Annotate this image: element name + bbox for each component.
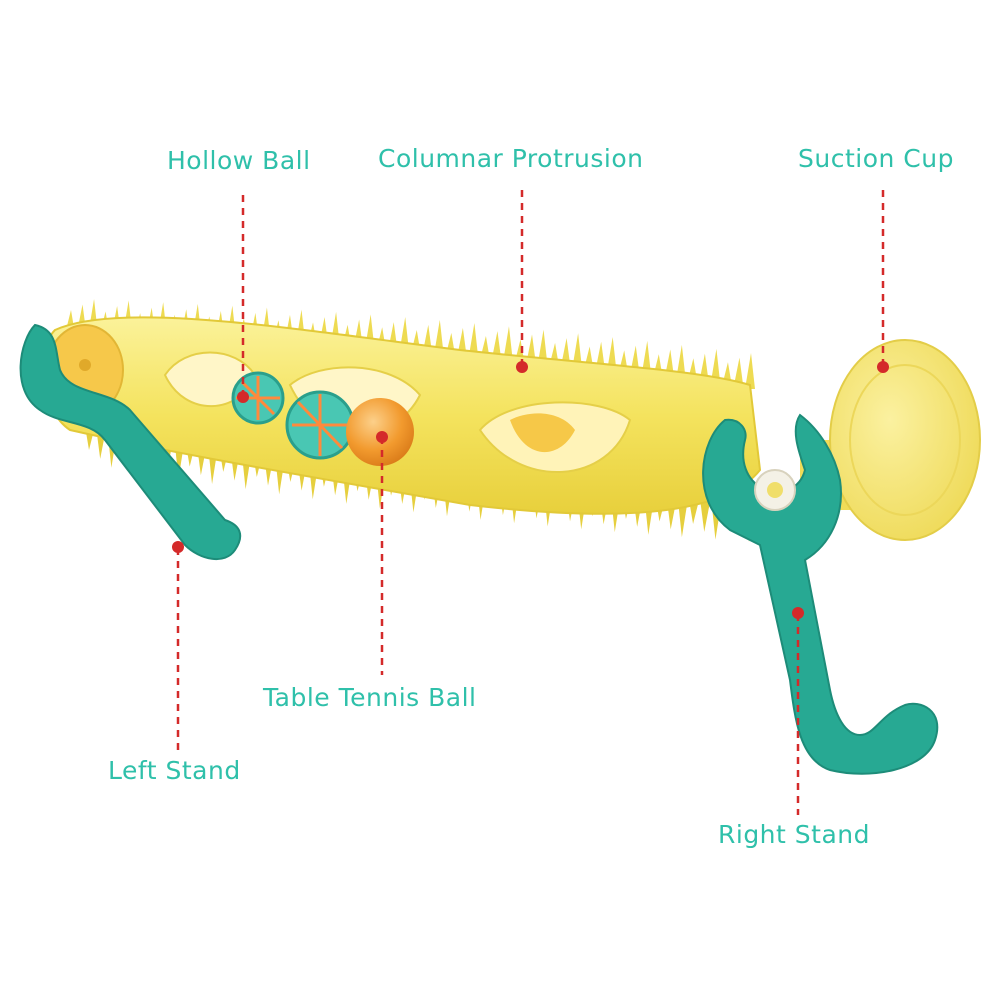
bristle: [468, 322, 479, 359]
label-table-tennis-ball: Table Tennis Ball: [263, 683, 477, 712]
left-stand-shape: [19, 323, 242, 561]
bristle: [700, 500, 711, 532]
leader-dot-left-stand: [172, 541, 184, 553]
bristle: [502, 326, 513, 363]
label-right-stand: Right Stand: [718, 820, 870, 849]
leader-dot-hollow-ball: [237, 391, 249, 403]
leader-dot-suction-cup: [877, 361, 889, 373]
label-suction-cup: Suction Cup: [798, 144, 954, 173]
bristle: [745, 353, 755, 389]
label-hollow-ball: Hollow Ball: [167, 146, 311, 175]
leader-dot-right-stand: [792, 607, 804, 619]
leader-dot-table-tennis-ball: [376, 431, 388, 443]
leader-lines: [172, 190, 889, 815]
leader-dot-columnar-protrusion: [516, 361, 528, 373]
bristle: [537, 329, 548, 366]
label-columnar-protrusion: Columnar Protrusion: [378, 144, 644, 173]
hollow-balls: [231, 371, 355, 460]
label-left-stand: Left Stand: [108, 756, 241, 785]
right-stand-shape: [702, 413, 939, 775]
bristle: [733, 357, 744, 388]
bristle: [572, 333, 583, 370]
